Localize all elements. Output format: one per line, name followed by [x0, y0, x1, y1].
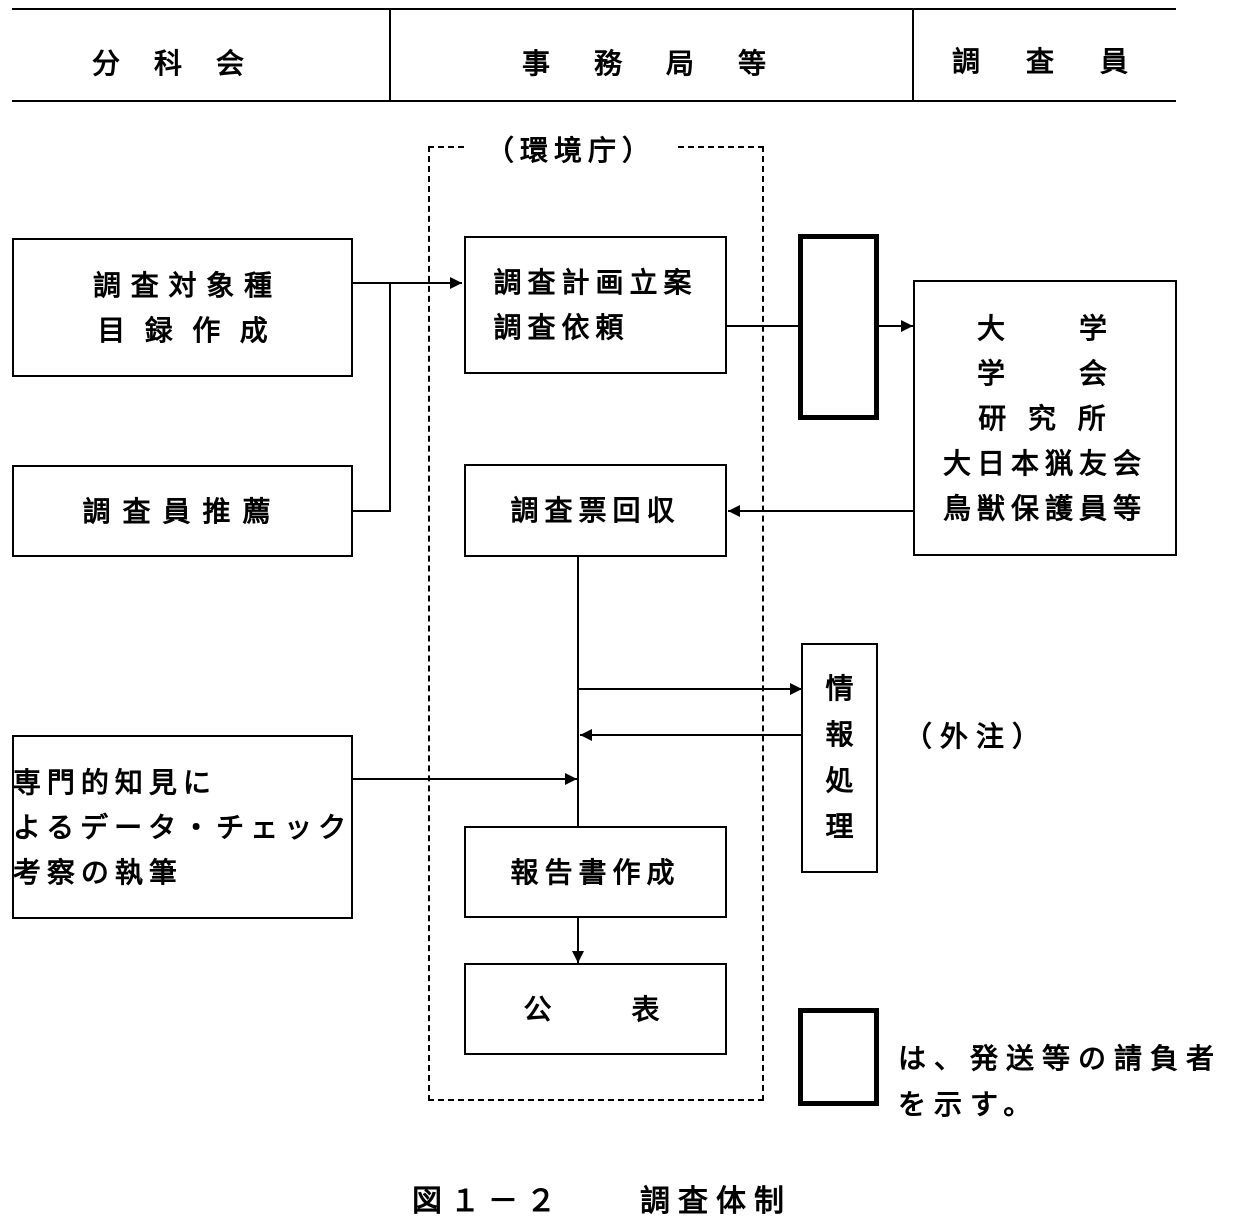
expert-label: 専門的知見に よるデータ・チェック 考察の執筆	[12, 765, 353, 889]
publish-label: 公 表	[523, 992, 668, 1026]
outsourced-label: （外注）	[904, 720, 1049, 753]
info-processing-label: 情 報 処 理	[825, 672, 854, 843]
legend-contractor-swatch	[798, 1008, 879, 1106]
recommend-box: 調査員推薦	[12, 465, 353, 557]
header-subcommittee: 分科会	[92, 47, 279, 80]
catalog-box: 調 査 対 象 種 目 録 作 成	[12, 238, 353, 377]
plan-label: 調査計画立案 調査依頼	[493, 266, 698, 344]
info-processing-box: 情 報 処 理	[801, 643, 878, 873]
investigators-box: 大 学 学 会 研 究 所 大日本猟友会 鳥獣保護員等	[913, 280, 1177, 556]
agency-label: （環境庁）	[468, 128, 675, 173]
collect-label: 調査票回収	[510, 494, 681, 527]
legend-text: は、発送等の請負者 を示す。	[898, 1042, 1223, 1121]
recommend-label: 調査員推薦	[82, 494, 283, 528]
header-secretariat: 事務局等	[522, 47, 811, 80]
publish-box: 公 表	[464, 963, 727, 1055]
header-investigators: 調査員	[952, 45, 1175, 78]
expert-box: 専門的知見に よるデータ・チェック 考察の執筆	[12, 735, 353, 919]
collect-box: 調査票回収	[464, 464, 727, 557]
figure-caption: 図１－２ 調査体制	[412, 1184, 792, 1219]
report-label: 報告書作成	[510, 855, 681, 889]
header-divider-1	[389, 8, 391, 102]
contractor-box	[798, 234, 879, 420]
header-divider-2	[912, 8, 914, 102]
catalog-label: 調 査 対 象 種 目 録 作 成	[93, 268, 272, 347]
header-bottom-rule	[12, 100, 1176, 102]
investigators-label: 大 学 学 会 研 究 所 大日本猟友会 鳥獣保護員等	[942, 311, 1147, 525]
report-box: 報告書作成	[464, 826, 727, 918]
plan-box: 調査計画立案 調査依頼	[464, 236, 727, 374]
header-top-rule	[12, 8, 1176, 10]
